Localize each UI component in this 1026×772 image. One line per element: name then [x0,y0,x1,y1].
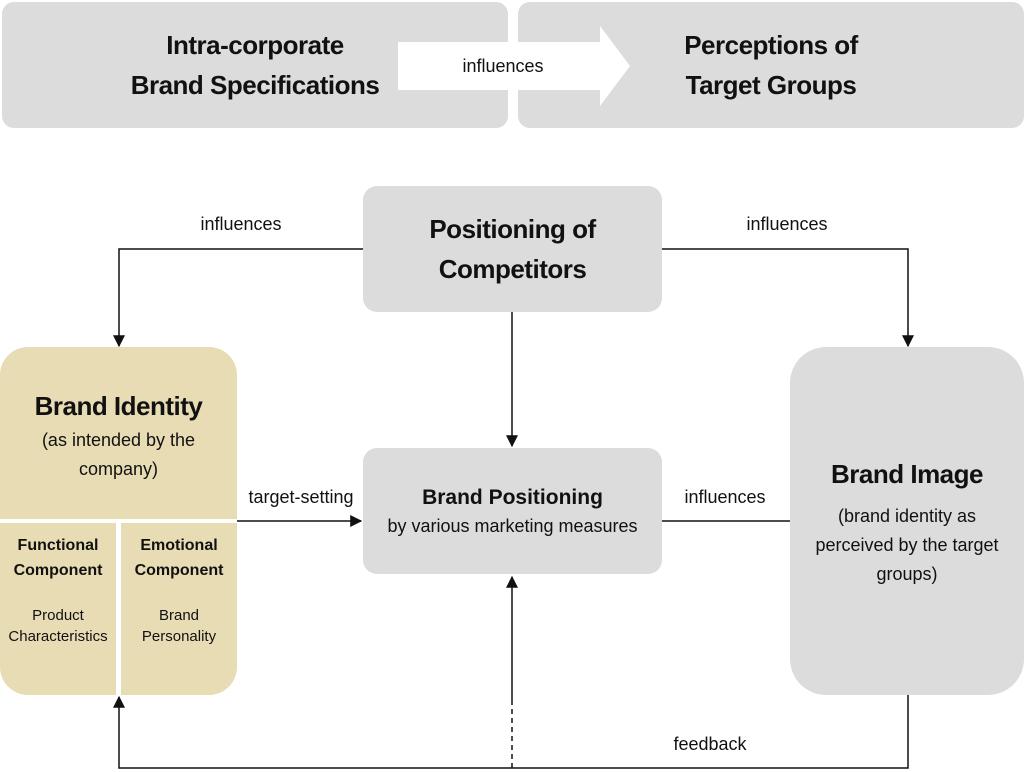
competitors-line2: Competitors [438,254,587,284]
brand-image-subtitle-line1: (brand identity as [837,505,977,526]
competitors-to-image-arrow [662,248,914,348]
competitors-to-identity-arrow [113,248,363,348]
brand-image-subtitle-line3: groups) [876,563,938,584]
intra-corporate-line2: Brand Specifications [130,70,380,100]
brand-image-title: Brand Image [831,458,984,489]
brand-identity-title: Brand Identity [34,391,203,421]
functional-component-cell: Functional Component Product Characteris… [0,523,116,695]
target-group-perceptions-box: Perceptions of Target Groups [518,2,1024,128]
brand-positioning-subtitle: by various marketing measures [387,516,638,536]
feedback-arrow [113,695,909,769]
target-setting-label: target-setting [248,487,354,507]
intra-corporate-line1: Intra-corporate [166,30,344,60]
brand-image-box: Brand Image (brand identity as perceived… [790,347,1024,695]
competitors-to-image-label: influences [746,214,828,234]
brand-identity-subtitle-line2: company) [78,459,159,479]
emotional-desc-line1: Brand [158,607,200,624]
brand-positioning-title: Brand Positioning [422,486,603,509]
top-influences-arrow [398,26,630,106]
image-to-positioning-label: influences [684,487,766,507]
brand-identity-subtitle-line1: (as intended by the [41,430,196,450]
perceptions-line1: Perceptions of [684,30,858,60]
identity-divider-vertical [116,523,121,695]
positioning-of-competitors-box: Positioning of Competitors [363,186,662,312]
brand-identity-box: Brand Identity (as intended by the compa… [0,347,237,695]
functional-desc-line2: Characteristics [8,628,108,645]
brand-image-subtitle-line2: perceived by the target [815,534,999,555]
top-influences-label: influences [462,56,544,76]
functional-title-line1: Functional [17,537,99,554]
emotional-title-line2: Component [134,562,224,579]
identity-divider-horizontal [0,519,237,523]
competitors-to-identity-label: influences [200,214,282,234]
emotional-component-cell: Emotional Component Brand Personality [121,523,237,695]
brand-positioning-box: Brand Positioning by various marketing m… [363,448,662,574]
emotional-desc-line2: Personality [141,628,217,645]
emotional-title-line1: Emotional [140,537,218,554]
functional-desc-line1: Product [32,607,84,624]
competitors-line1: Positioning of [429,214,596,244]
functional-title-line2: Component [13,562,103,579]
feedback-label: feedback [673,734,747,754]
perceptions-line2: Target Groups [685,70,857,100]
